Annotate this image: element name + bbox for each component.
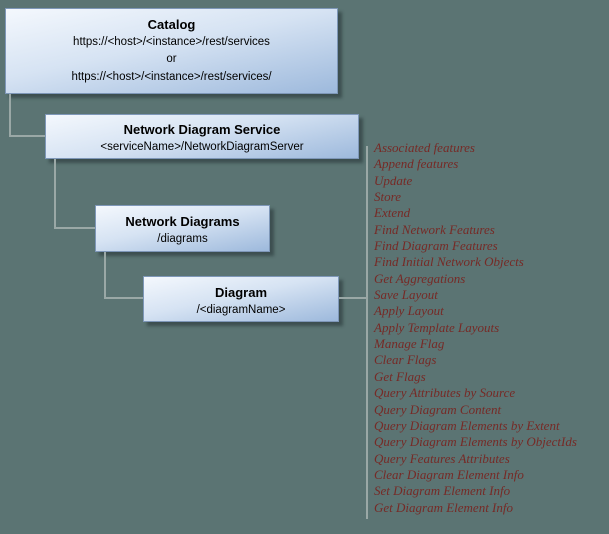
operation-item: Find Initial Network Objects: [374, 254, 524, 270]
operation-item: Store: [374, 189, 401, 205]
operation-item: Query Diagram Content: [374, 401, 502, 417]
operation-item: Clear Diagram Element Info: [374, 466, 524, 482]
network-diagrams-title: Network Diagrams: [125, 214, 240, 229]
diagram-title: Diagram: [214, 285, 268, 300]
operation-item: Apply Template Layouts: [374, 319, 500, 335]
catalog-or: or: [166, 53, 177, 66]
operation-item: Update: [374, 172, 413, 188]
operation-item: Get Flags: [374, 368, 426, 384]
operation-item: Query Features Attributes: [374, 450, 510, 466]
operation-item: Get Diagram Element Info: [374, 499, 514, 515]
operation-item: Extend: [374, 205, 411, 221]
connector-catalog-elbow: [9, 135, 45, 137]
operation-item: Query Diagram Elements by Extent: [374, 417, 560, 433]
operation-item: Associated features: [374, 140, 475, 155]
operations-bracket-line: [366, 146, 368, 519]
network-diagrams-path: /diagrams: [157, 232, 208, 245]
operation-item: Append features: [374, 156, 459, 172]
network-diagram-service-box: Network Diagram Service <serviceName>/Ne…: [45, 114, 359, 159]
operation-item: Set Diagram Element Info: [374, 483, 511, 499]
diagram-path: /<diagramName>: [196, 303, 286, 316]
service-path: <serviceName>/NetworkDiagramServer: [100, 140, 304, 153]
connector-service-vertical: [54, 159, 56, 229]
operation-item: Query Diagram Elements by ObjectIds: [374, 434, 577, 450]
catalog-box: Catalog https://<host>/<instance>/rest/s…: [5, 8, 338, 94]
connector-diagrams-elbow: [104, 297, 143, 299]
diagram-box: Diagram /<diagramName>: [143, 276, 339, 322]
connector-catalog-vertical: [9, 94, 11, 137]
network-diagrams-box: Network Diagrams /diagrams: [95, 205, 270, 252]
catalog-url-2: https://<host>/<instance>/rest/services/: [71, 71, 272, 84]
service-title: Network Diagram Service: [123, 122, 281, 137]
operation-item: Clear Flags: [374, 352, 437, 368]
operation-item: Get Aggregations: [374, 270, 466, 286]
operation-item: Manage Flag: [374, 336, 445, 352]
catalog-url-1: https://<host>/<instance>/rest/services: [73, 35, 270, 48]
connector-diagram-to-ops: [339, 297, 367, 299]
connector-diagrams-vertical: [104, 252, 106, 299]
operation-item: Apply Layout: [374, 303, 444, 319]
operation-item: Find Network Features: [374, 221, 495, 237]
connector-service-elbow: [54, 227, 95, 229]
catalog-title: Catalog: [147, 17, 196, 32]
operation-item: Find Diagram Features: [374, 238, 498, 254]
operation-item: Query Attributes by Source: [374, 385, 516, 401]
operation-item: Save Layout: [374, 287, 438, 303]
